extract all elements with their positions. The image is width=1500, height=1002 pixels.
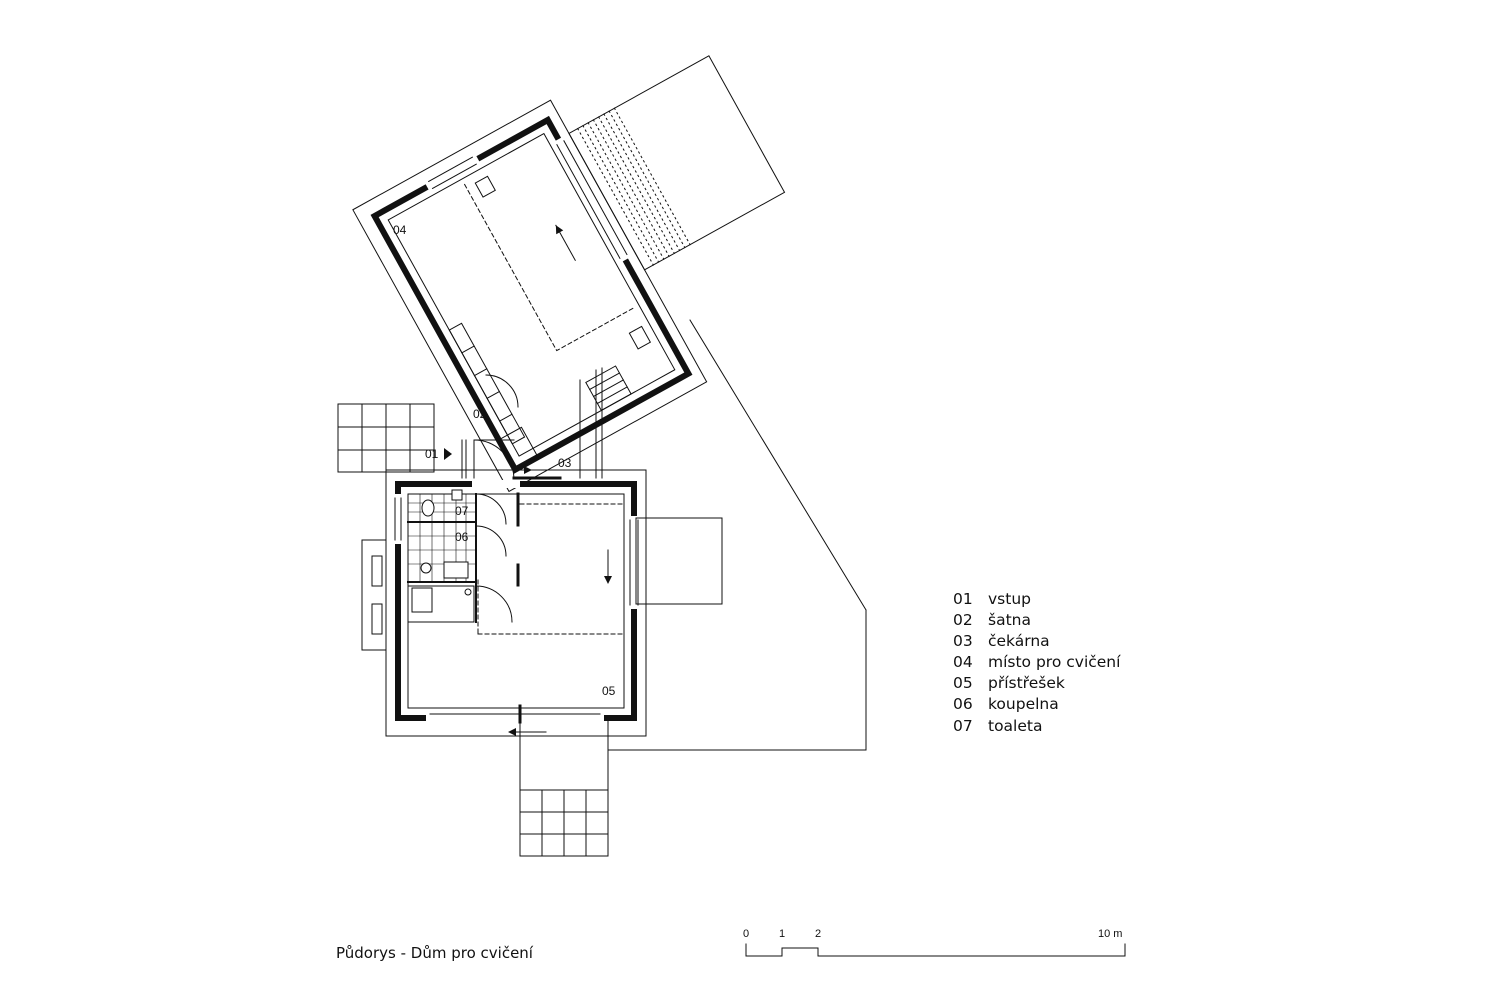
room-label-01: 01 <box>425 447 439 461</box>
legend-item: 06 koupelna <box>953 694 1120 715</box>
scale-label-2: 2 <box>815 928 822 940</box>
legend-room-name: čekárna <box>988 632 1050 651</box>
room-label-05: 05 <box>602 684 616 698</box>
scale-label-1: 1 <box>779 928 786 940</box>
legend-room-name: šatna <box>988 611 1031 630</box>
room-label-02: 02 <box>473 407 487 421</box>
legend-room-name: místo pro cvičení <box>988 653 1121 672</box>
legend-room-name: koupelna <box>988 695 1059 714</box>
legend-number: 07 <box>953 716 973 735</box>
lower-building <box>385 469 647 737</box>
legend-item: 03 čekárna <box>953 631 1120 652</box>
legend-item: 05 přístřešek <box>953 673 1120 694</box>
room-label-07: 07 <box>455 504 469 518</box>
entry-pavers <box>337 403 435 473</box>
scale-bar <box>745 943 1126 957</box>
room-label-04: 04 <box>393 223 407 237</box>
legend-item: 01 vstup <box>953 589 1120 610</box>
legend-item: 04 místo pro cvičení <box>953 652 1120 673</box>
plan-caption: Půdorys - Dům pro cvičení <box>336 944 533 962</box>
legend-number: 06 <box>953 695 973 714</box>
scale-label-10m: 10 m <box>1098 928 1123 940</box>
legend-number: 02 <box>953 611 973 630</box>
legend-room-name: přístřešek <box>988 674 1065 693</box>
legend-item: 02 šatna <box>953 610 1120 631</box>
legend-number: 04 <box>953 653 973 672</box>
legend-room-name: vstup <box>988 590 1031 608</box>
room-label-03: 03 <box>558 456 572 470</box>
deck <box>568 55 786 271</box>
legend-number: 05 <box>953 674 973 693</box>
legend-room-name: toaleta <box>988 716 1043 735</box>
scale-label-0: 0 <box>743 928 750 940</box>
legend-item: 07 toaleta <box>953 716 1120 737</box>
room-label-06: 06 <box>455 530 469 544</box>
legend-number: 01 <box>953 590 973 608</box>
legend-number: 03 <box>953 632 973 651</box>
bottom-pavers <box>519 717 609 857</box>
exercise-hall <box>352 99 708 493</box>
room-legend: 01 vstup 02 šatna 03 čekárna 04 místo pro cv… <box>953 589 1120 737</box>
